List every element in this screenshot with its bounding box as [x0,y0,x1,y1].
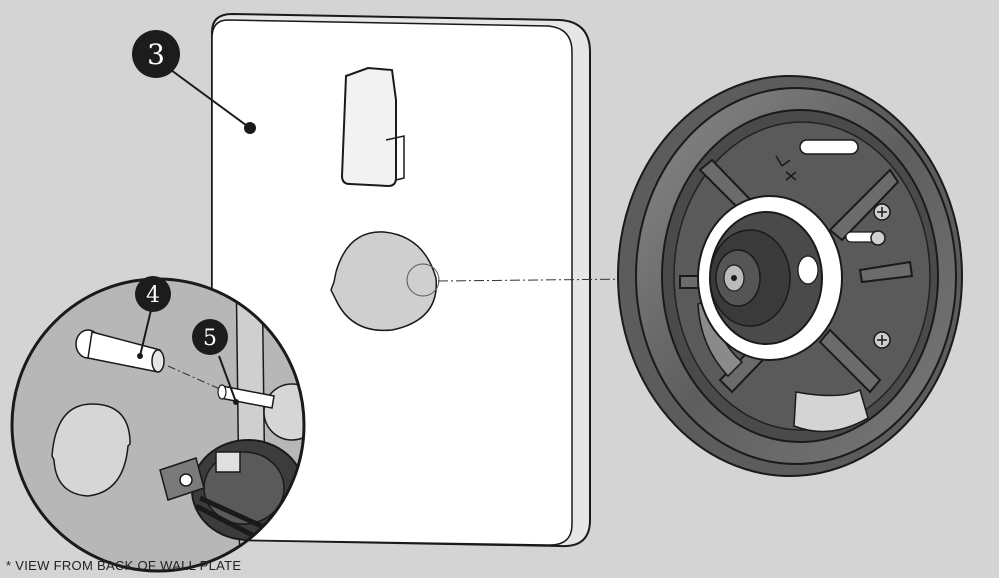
svg-text:4: 4 [146,283,160,308]
callout-4: 4 [135,276,171,312]
housing-window [793,388,869,433]
callout-4-leader [139,309,152,357]
callout-3-dot [244,122,256,134]
callout-3-leader [170,69,251,129]
svg-text:5: 5 [203,326,217,351]
opening-notch-highlight [406,263,440,297]
inset-plate-opening [51,403,131,497]
svg-text:3: 3 [147,38,165,71]
footnote-view-note: * VIEW FROM BACK OF WALL PLATE [6,558,242,573]
callout-3: 3 [132,30,180,78]
hook-slot [340,66,397,188]
top-pin [799,139,859,155]
plate-opening [330,231,438,332]
callout-5-leader [218,355,237,403]
callout-5: 5 [192,319,228,355]
dial-assembly [617,75,963,477]
